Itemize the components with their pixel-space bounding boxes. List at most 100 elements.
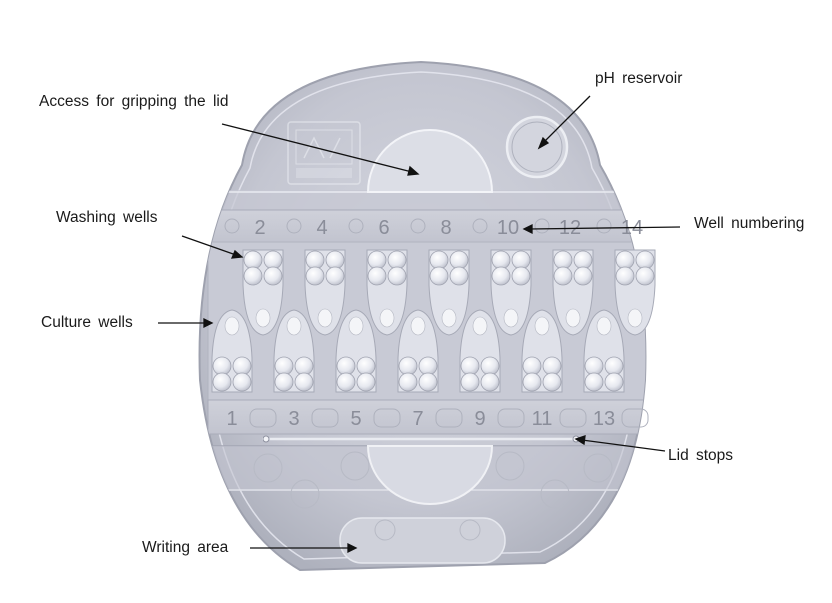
label-writing-area: Writing area — [142, 539, 229, 556]
label-culture-wells: Culture wells — [41, 314, 133, 331]
washing-well-8-bottom-2 — [449, 266, 469, 286]
label-ph-reservoir: pH reservoir — [595, 70, 683, 87]
washing-well-13-top-1 — [584, 356, 604, 376]
washing-well-8-top-1 — [429, 250, 449, 270]
lower-reliefs — [253, 451, 613, 541]
washing-well-14-top-1 — [615, 250, 635, 270]
well-number-3: 3 — [288, 408, 299, 430]
top-number-band — [207, 209, 646, 243]
culture-well-8-bottom — [441, 308, 457, 328]
arrowhead-culture-wells — [203, 317, 214, 329]
culture-well-2-bottom — [255, 308, 271, 328]
washing-well-12-bottom-1 — [553, 266, 573, 286]
bottom-cutout — [366, 445, 494, 505]
washing-well-9-top-2 — [480, 356, 500, 376]
well-group-10 — [490, 249, 532, 336]
well-number-1: 1 — [226, 408, 237, 430]
well-group-4 — [304, 249, 346, 336]
washing-well-1-bottom-1 — [212, 372, 232, 392]
washing-well-10-top-1 — [491, 250, 511, 270]
well-number-4: 4 — [316, 217, 327, 239]
washing-well-2-bottom-1 — [243, 266, 263, 286]
leader-well-numbering — [529, 226, 681, 230]
washing-well-9-top-1 — [460, 356, 480, 376]
culture-well-9-top — [472, 316, 488, 336]
leader-ph-reservoir — [542, 95, 591, 144]
arrowhead-writing-area — [347, 542, 358, 554]
washing-well-4-top-1 — [305, 250, 325, 270]
washing-well-8-top-2 — [449, 250, 469, 270]
arrowhead-lid-stops — [574, 435, 586, 446]
washing-well-12-bottom-2 — [573, 266, 593, 286]
writing-area-field — [339, 517, 506, 564]
label-lid-stops: Lid stops — [668, 447, 734, 464]
label-access-grip: Access for gripping the lid — [39, 93, 229, 110]
well-number-11: 11 — [532, 408, 553, 430]
well-group-3 — [273, 309, 315, 393]
washing-well-4-bottom-1 — [305, 266, 325, 286]
washing-well-9-bottom-2 — [480, 372, 500, 392]
well-number-5: 5 — [350, 408, 361, 430]
well-number-10: 10 — [497, 217, 519, 239]
washing-well-1-top-2 — [232, 356, 252, 376]
culture-well-5-top — [348, 316, 364, 336]
arrowhead-access-grip — [407, 165, 420, 176]
washing-well-11-bottom-1 — [522, 372, 542, 392]
culture-well-12-bottom — [565, 308, 581, 328]
arrowhead-well-numbering — [522, 223, 533, 235]
well-group-9 — [459, 309, 501, 393]
washing-well-13-bottom-1 — [584, 372, 604, 392]
well-number-7: 7 — [412, 408, 423, 430]
washing-well-2-bottom-2 — [263, 266, 283, 286]
leader-access-grip — [221, 123, 413, 173]
well-group-7 — [397, 309, 439, 393]
well-group-13 — [583, 309, 625, 393]
washing-well-12-top-2 — [573, 250, 593, 270]
well-number-2: 2 — [254, 217, 265, 239]
washing-well-10-top-2 — [511, 250, 531, 270]
well-number-6: 6 — [378, 217, 389, 239]
manufacturer-logo — [287, 121, 361, 185]
washing-well-9-bottom-1 — [460, 372, 480, 392]
well-number-8: 8 — [440, 217, 451, 239]
bottom-number-band — [207, 399, 646, 435]
upper-ledge — [200, 190, 645, 210]
washing-well-8-bottom-1 — [429, 266, 449, 286]
washing-well-1-top-1 — [212, 356, 232, 376]
washing-well-5-bottom-1 — [336, 372, 356, 392]
culture-well-3-top — [286, 316, 302, 336]
washing-well-5-top-2 — [356, 356, 376, 376]
culture-well-13-top — [596, 316, 612, 336]
washing-well-4-top-2 — [325, 250, 345, 270]
label-well-numbering: Well numbering — [694, 215, 805, 232]
washing-well-2-top-1 — [243, 250, 263, 270]
washing-well-7-top-1 — [398, 356, 418, 376]
culture-well-11-top — [534, 316, 550, 336]
washing-well-12-top-1 — [553, 250, 573, 270]
washing-well-3-bottom-1 — [274, 372, 294, 392]
washing-well-3-bottom-2 — [294, 372, 314, 392]
well-group-5 — [335, 309, 377, 393]
washing-well-11-top-2 — [542, 356, 562, 376]
well-group-1 — [211, 309, 253, 393]
washing-well-11-top-1 — [522, 356, 542, 376]
culture-well-6-bottom — [379, 308, 395, 328]
washing-well-6-bottom-2 — [387, 266, 407, 286]
washing-well-6-top-1 — [367, 250, 387, 270]
leader-washing-wells — [181, 235, 237, 256]
well-group-2 — [242, 249, 284, 336]
grip-access-cutout — [366, 129, 494, 193]
washing-well-13-top-2 — [604, 356, 624, 376]
washing-well-11-bottom-2 — [542, 372, 562, 392]
washing-well-6-top-2 — [387, 250, 407, 270]
washing-well-7-bottom-2 — [418, 372, 438, 392]
leader-lid-stops — [581, 439, 666, 452]
well-group-11 — [521, 309, 563, 393]
arrowhead-ph-reservoir — [537, 136, 550, 150]
culture-well-10-bottom — [503, 308, 519, 328]
washing-well-14-bottom-2 — [635, 266, 655, 286]
washing-well-2-top-2 — [263, 250, 283, 270]
well-group-12 — [552, 249, 594, 336]
washing-well-7-top-2 — [418, 356, 438, 376]
